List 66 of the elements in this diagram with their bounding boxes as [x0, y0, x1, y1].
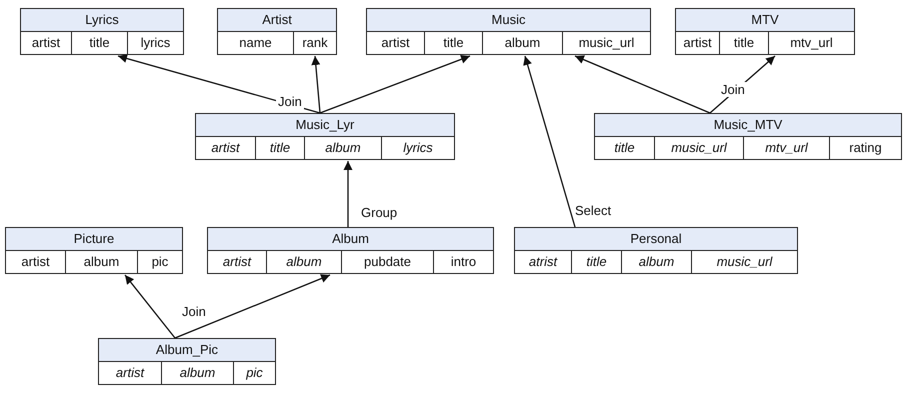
column-name: intro — [433, 251, 493, 273]
table-box — [195, 113, 455, 160]
column-name: artist — [20, 253, 51, 271]
table-name: Personal — [515, 228, 797, 251]
table-box — [207, 227, 494, 274]
arrow — [344, 161, 352, 227]
column-name: album — [304, 137, 381, 159]
column-name: album — [482, 32, 562, 54]
column-name: title — [424, 32, 482, 54]
table-box — [514, 227, 798, 274]
column-name: title — [71, 32, 127, 54]
edge-label: Join — [276, 94, 304, 109]
table-name: Album_Pic — [99, 339, 275, 362]
arrow — [174, 274, 330, 339]
column-name: album — [65, 251, 137, 273]
table-name: Lyrics — [21, 9, 183, 32]
column-name: atrist — [528, 253, 558, 271]
column-name: mtv_url — [768, 32, 854, 54]
table-box — [675, 8, 855, 55]
column-name: title — [719, 32, 768, 54]
column-name: rank — [293, 32, 336, 54]
arrow — [320, 55, 470, 114]
column-name: artist — [222, 253, 252, 271]
column-name: title — [255, 137, 304, 159]
column-name: pic — [233, 362, 275, 384]
table-name: Picture — [6, 228, 182, 251]
column-name: title — [613, 139, 636, 157]
column-name: artist — [114, 364, 146, 382]
table-name: Music — [367, 9, 650, 32]
arrow — [574, 55, 710, 114]
column-name: pic — [137, 251, 182, 273]
table-box — [5, 227, 183, 274]
edge-label: Select — [573, 203, 614, 218]
column-name: music_url — [691, 251, 797, 273]
table-box — [20, 8, 184, 55]
arrow — [124, 274, 176, 338]
edge-label: Group — [359, 205, 400, 220]
column-name: pubdate — [341, 251, 433, 273]
table-box — [366, 8, 651, 55]
table-box — [217, 8, 337, 55]
column-name: music_url — [562, 32, 650, 54]
table-box — [594, 113, 902, 160]
column-name: album — [621, 251, 691, 273]
table-name: Music_Lyr — [196, 114, 454, 137]
column-name: lyrics — [381, 137, 454, 159]
column-name: artist — [682, 34, 713, 52]
column-name: name — [238, 34, 273, 52]
column-name: rating — [829, 137, 901, 159]
column-name: artist — [380, 34, 411, 52]
table-name: Music_MTV — [595, 114, 901, 137]
edge-label: Join — [719, 82, 747, 97]
column-name: title — [571, 251, 621, 273]
table-box — [98, 338, 276, 385]
arrow — [311, 56, 321, 114]
column-name: mtv_url — [743, 137, 829, 159]
arrow — [523, 56, 576, 228]
edge-label: Join — [180, 304, 208, 319]
table-name: Artist — [218, 9, 336, 32]
table-name: MTV — [676, 9, 854, 32]
column-name: lyrics — [127, 32, 183, 54]
column-name: music_url — [654, 137, 743, 159]
column-name: album — [161, 362, 233, 384]
column-name: artist — [210, 139, 241, 157]
table-name: Album — [208, 228, 493, 251]
column-name: album — [266, 251, 341, 273]
column-name: artist — [30, 34, 62, 52]
